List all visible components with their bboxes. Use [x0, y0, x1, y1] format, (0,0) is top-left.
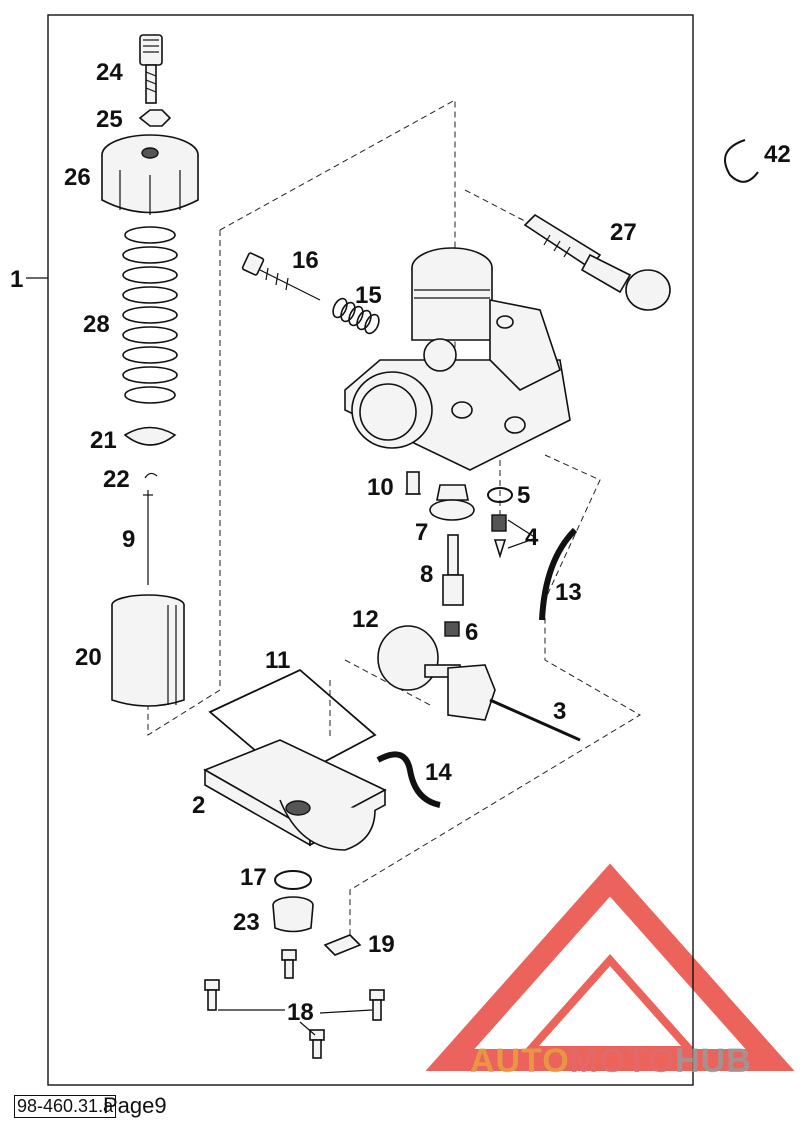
part-27-choke: [523, 213, 671, 311]
label-part-5: 5: [517, 482, 530, 509]
part-6-jet: [444, 621, 460, 637]
part-20-slide: [111, 594, 185, 707]
watermark-logo-text: AUTOMOTOHUB: [470, 1042, 752, 1081]
label-part-28: 28: [83, 311, 110, 338]
part-12-float: [377, 625, 496, 721]
label-part-27: 27: [610, 219, 637, 246]
part-2-bowl: [203, 739, 387, 851]
part-5-oring: [487, 487, 513, 503]
part-labels: 1 24 25 26 28 21 22 9 20 16 15 27 42 10 …: [10, 59, 791, 1026]
label-part-18: 18: [287, 999, 314, 1026]
label-part-16: 16: [292, 247, 319, 274]
part-22-clip: [144, 472, 158, 479]
label-part-4: 4: [525, 524, 539, 551]
label-part-9: 9: [122, 526, 135, 553]
part-23-plug: [272, 896, 314, 933]
label-part-8: 8: [420, 561, 433, 588]
part-10-jet: [405, 471, 421, 495]
label-part-7: 7: [415, 519, 428, 546]
part-28-spring: [122, 226, 178, 404]
part-13-hose: [539, 527, 578, 621]
part-17-oring: [274, 870, 312, 890]
part-8-tube: [442, 534, 464, 606]
label-part-22: 22: [103, 466, 130, 493]
part-14-tube: [376, 751, 441, 808]
label-part-11: 11: [265, 647, 290, 674]
label-part-13: 13: [555, 579, 582, 606]
autmotohub-logo-triangle: [425, 863, 795, 1071]
label-part-12: 12: [352, 606, 379, 633]
part-21-plate: [123, 426, 177, 446]
label-part-15: 15: [355, 282, 382, 309]
part-42-clamp: [724, 139, 759, 183]
page-label: Page9: [103, 1093, 167, 1118]
assembly-guide-lines: [147, 99, 641, 940]
part-18-screws: [204, 949, 385, 1059]
watermark-moto: MOTO: [569, 1042, 676, 1080]
drawing-id: 98-460.31.a: [14, 1095, 117, 1118]
label-part-23: 23: [233, 909, 260, 936]
part-3-pin: [489, 698, 581, 742]
part-7-holder: [429, 484, 475, 521]
label-part-42: 42: [764, 141, 791, 168]
label-part-26: 26: [64, 164, 91, 191]
label-part-10: 10: [367, 474, 394, 501]
part-25-nut: [138, 109, 172, 127]
part-16-screw: [241, 252, 321, 301]
label-part-19: 19: [368, 931, 395, 958]
label-leader-lines: [507, 519, 537, 549]
label-part-3: 3: [553, 698, 566, 725]
label-part-20: 20: [75, 644, 102, 671]
watermark-hub: HUB: [675, 1042, 752, 1080]
watermark-auto: AUTO: [470, 1042, 570, 1080]
label-part-21: 21: [90, 427, 117, 454]
part-24-adjust-screw: [139, 34, 163, 104]
label-part-6: 6: [465, 619, 478, 646]
label-part-17: 17: [240, 864, 267, 891]
part-9-needle: [143, 490, 153, 585]
label-part-25: 25: [96, 106, 123, 133]
label-part-1: 1: [10, 266, 23, 293]
part-15-spring: [332, 297, 380, 335]
part-26-cap: [101, 134, 199, 215]
part-4-valve: [491, 514, 507, 559]
label-part-24: 24: [96, 59, 123, 86]
label-part-14: 14: [425, 759, 452, 786]
label-part-2: 2: [192, 792, 205, 819]
diagram-frame: [47, 14, 694, 1086]
part-19-bracket: [323, 934, 362, 956]
carburetor-body: [344, 247, 571, 471]
